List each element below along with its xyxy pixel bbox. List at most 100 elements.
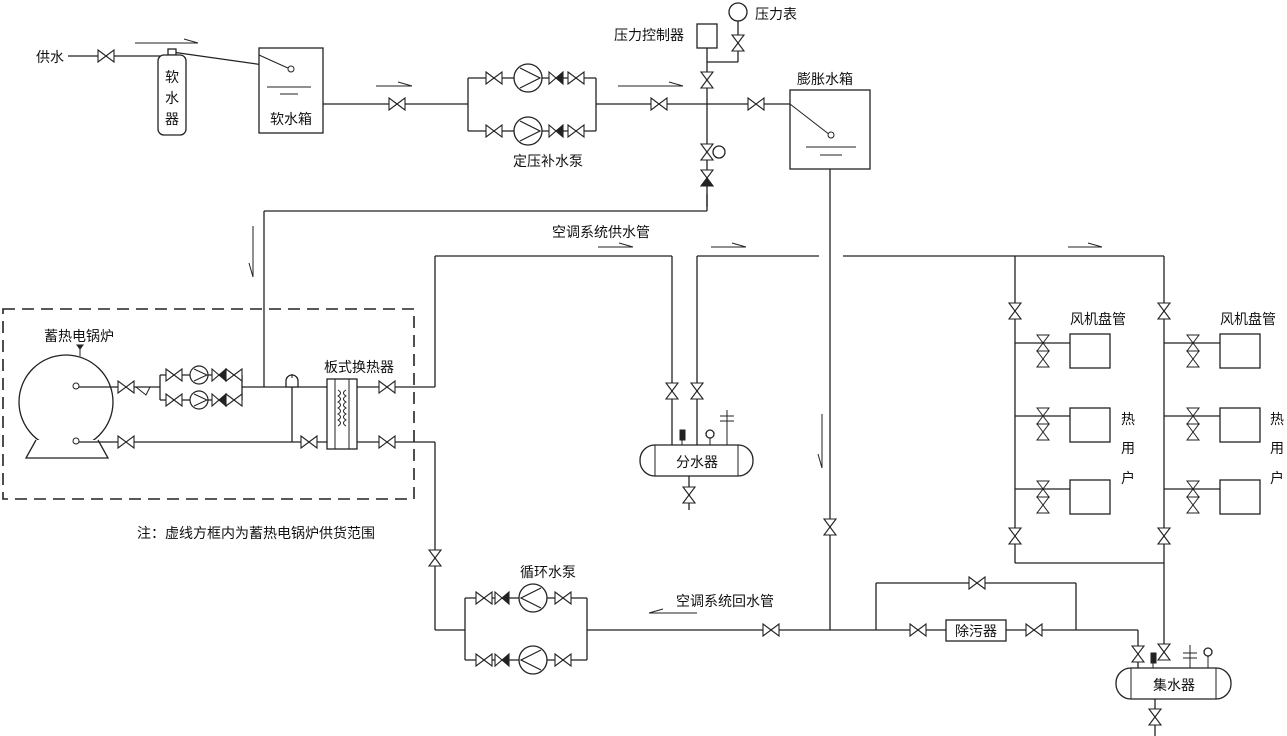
svg-text:器: 器 xyxy=(165,112,179,128)
svg-text:户: 户 xyxy=(1270,470,1284,487)
boiler-pump-1-check-valve xyxy=(211,368,227,382)
makeup-pump-2-inlet-valve[interactable] xyxy=(485,124,503,138)
fan-coil-label-1: 风机盘管 xyxy=(1070,311,1126,328)
branch-1-supply-valve[interactable] xyxy=(1008,302,1022,320)
svg-text:用: 用 xyxy=(1270,441,1284,457)
distributor-drain-valve[interactable] xyxy=(682,486,696,504)
collector-inlet-valve[interactable] xyxy=(1131,645,1145,663)
air-vent-valve xyxy=(285,374,299,442)
soft-water-tank xyxy=(258,47,324,134)
svg-text:软: 软 xyxy=(165,70,179,86)
fan-coil-unit xyxy=(1015,479,1111,515)
flow-arrow-return xyxy=(648,608,697,614)
distributor-inlet-valve[interactable] xyxy=(665,382,679,400)
pressure-gauge xyxy=(728,2,748,22)
makeup-pump-2-icon[interactable] xyxy=(513,116,543,146)
exchanger-return-valve[interactable] xyxy=(378,435,396,449)
svg-text:水: 水 xyxy=(165,91,179,107)
circ-pump-1-outlet-valve[interactable] xyxy=(475,591,493,605)
flow-arrow-makeup xyxy=(618,81,684,87)
circ-pump-2-icon[interactable] xyxy=(518,645,548,675)
collector-drain-valve[interactable] xyxy=(1148,708,1162,726)
makeup-pump-1-icon[interactable] xyxy=(513,63,543,93)
boiler-pump-2-inlet-valve[interactable] xyxy=(165,393,183,407)
soft-tank-label: 软水箱 xyxy=(270,112,312,128)
exchanger-outlet-valve[interactable] xyxy=(378,380,396,394)
makeup-pump-1-inlet-valve[interactable] xyxy=(485,71,503,85)
return-main-valve[interactable] xyxy=(762,623,780,637)
fan-coil-label-2: 风机盘管 xyxy=(1220,311,1276,328)
expansion-drop-valve[interactable] xyxy=(823,518,837,536)
supply-valve[interactable] xyxy=(97,49,115,63)
pressure-controller-label: 压力控制器 xyxy=(614,28,684,44)
separator-inlet-valve[interactable] xyxy=(909,623,927,637)
svg-text:热: 热 xyxy=(1121,412,1135,428)
expansion-inlet-valve[interactable] xyxy=(747,97,765,111)
water-distributor xyxy=(639,410,754,510)
plate-exchanger-label: 板式换热器 xyxy=(324,359,394,376)
boiler-pump-1-outlet-valve[interactable] xyxy=(225,368,243,382)
flow-arrow-supply-2 xyxy=(711,242,747,248)
makeup-riser-valve-upper[interactable] xyxy=(700,71,714,89)
makeup-pump-1-check-valve xyxy=(548,71,564,85)
scope-note: 注：虚线方框内为蓄热电锅炉供货范围 xyxy=(137,525,375,542)
flow-arrow-supply-3 xyxy=(1068,242,1103,248)
expansion-tank-label: 膨胀水箱 xyxy=(797,71,853,88)
boiler-return-valve[interactable] xyxy=(117,435,135,449)
boiler-pump-1-icon[interactable] xyxy=(189,365,209,385)
fan-coil-unit xyxy=(1015,333,1111,369)
branch-2-return-valve[interactable] xyxy=(1157,527,1171,545)
fan-coil-unit xyxy=(1164,333,1261,369)
boiler-strainer xyxy=(135,386,151,396)
flow-arrow-supply xyxy=(135,38,199,44)
fan-coil-unit xyxy=(1164,479,1261,515)
circ-pump-2-inlet-valve[interactable] xyxy=(554,653,572,667)
circulation-pump-label: 循环水泵 xyxy=(520,565,576,581)
return-riser-valve[interactable] xyxy=(428,549,442,567)
water-softener xyxy=(157,48,187,136)
flow-arrow-expansion xyxy=(817,414,823,469)
makeup-pump-1-outlet-valve[interactable] xyxy=(567,71,585,85)
distributor-outlet-valve[interactable] xyxy=(690,382,704,400)
pressure-gauge-label: 压力表 xyxy=(755,7,797,23)
makeup-outlet-valve[interactable] xyxy=(650,97,668,111)
fan-coil-unit xyxy=(1164,407,1261,443)
collector-branch-valve[interactable] xyxy=(1157,643,1171,661)
tank-outlet-valve[interactable] xyxy=(388,97,406,111)
dirt-separator xyxy=(945,619,1007,642)
water-supply-label: 供水 xyxy=(36,50,64,66)
flow-arrow-supply-main xyxy=(598,242,634,248)
branch-1-return-valve[interactable] xyxy=(1008,527,1022,545)
boiler-pump-2-outlet-valve[interactable] xyxy=(225,393,243,407)
svg-text:用: 用 xyxy=(1121,441,1135,457)
supply-pipe-label: 空调系统供水管 xyxy=(552,225,650,241)
boiler-pump-1-inlet-valve[interactable] xyxy=(165,368,183,382)
boiler-pump-2-icon[interactable] xyxy=(189,390,209,410)
separator-outlet-valve[interactable] xyxy=(1025,623,1043,637)
return-pipe-label: 空调系统回水管 xyxy=(676,594,774,610)
svg-text:热: 热 xyxy=(1270,412,1284,428)
supply-scope-boundary xyxy=(2,308,415,500)
circ-pump-2-outlet-valve[interactable] xyxy=(475,653,493,667)
pressure-controller xyxy=(696,23,718,49)
circ-pump-2-check-valve xyxy=(494,653,510,667)
bypass-valve[interactable] xyxy=(968,576,986,590)
flow-arrow-soft xyxy=(376,81,413,87)
circ-pump-1-inlet-valve[interactable] xyxy=(554,591,572,605)
plate-heat-exchanger xyxy=(326,378,358,450)
flow-arrow-riser xyxy=(248,226,254,278)
svg-text:户: 户 xyxy=(1121,470,1135,487)
makeup-pump-2-outlet-valve[interactable] xyxy=(567,124,585,138)
makeup-pump-2-check-valve xyxy=(548,124,564,138)
gauge-valve[interactable] xyxy=(731,34,745,52)
exchanger-inlet-valve[interactable] xyxy=(300,435,318,449)
circ-pump-1-icon[interactable] xyxy=(518,583,548,613)
makeup-solenoid-valve[interactable] xyxy=(700,143,726,161)
boiler-outlet-valve[interactable] xyxy=(117,380,135,394)
branch-2-supply-valve[interactable] xyxy=(1157,302,1171,320)
distributor-label: 分水器 xyxy=(676,455,718,471)
expansion-tank xyxy=(789,89,871,170)
fan-coil-unit xyxy=(1015,407,1111,443)
dirt-separator-label: 除污器 xyxy=(955,624,997,640)
